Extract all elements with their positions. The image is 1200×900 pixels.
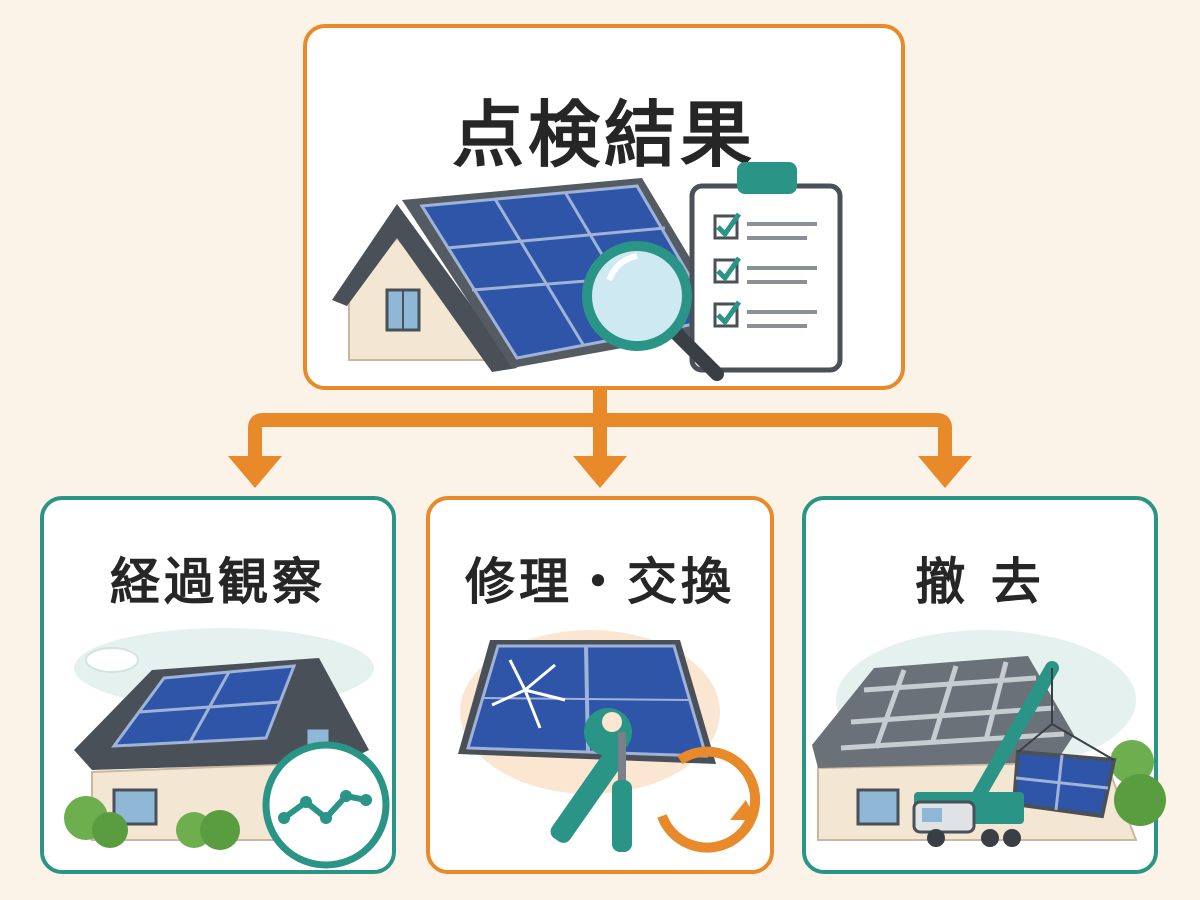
removal-illustration bbox=[812, 630, 1166, 847]
root-title: 点検結果 bbox=[451, 93, 756, 177]
option-box-repair: 修理・交換 bbox=[426, 496, 774, 874]
screwdriver-icon bbox=[612, 732, 632, 852]
crack-icon bbox=[491, 659, 566, 729]
inspection-illustration bbox=[332, 162, 843, 381]
option-box-remove: 撤 去 bbox=[802, 496, 1166, 874]
arrow-left bbox=[228, 456, 282, 488]
monitor-illustration bbox=[64, 628, 390, 869]
option-title-monitor: 経過観察 bbox=[110, 553, 326, 611]
option-title-remove: 撤 去 bbox=[915, 553, 1045, 611]
truck-icon bbox=[912, 792, 1024, 847]
refresh-icon bbox=[657, 746, 761, 853]
crane-icon bbox=[969, 661, 1117, 819]
repair-illustration bbox=[458, 630, 761, 853]
option-box-monitor: 経過観察 bbox=[40, 496, 396, 874]
option-title-repair: 修理・交換 bbox=[465, 553, 735, 611]
arrow-right bbox=[918, 456, 972, 488]
trend-chart-icon bbox=[262, 741, 390, 869]
clipboard-icon bbox=[689, 162, 843, 373]
magnifier-icon bbox=[582, 241, 724, 381]
root-box: 点検結果 bbox=[303, 24, 905, 390]
arrow-center bbox=[573, 456, 627, 488]
